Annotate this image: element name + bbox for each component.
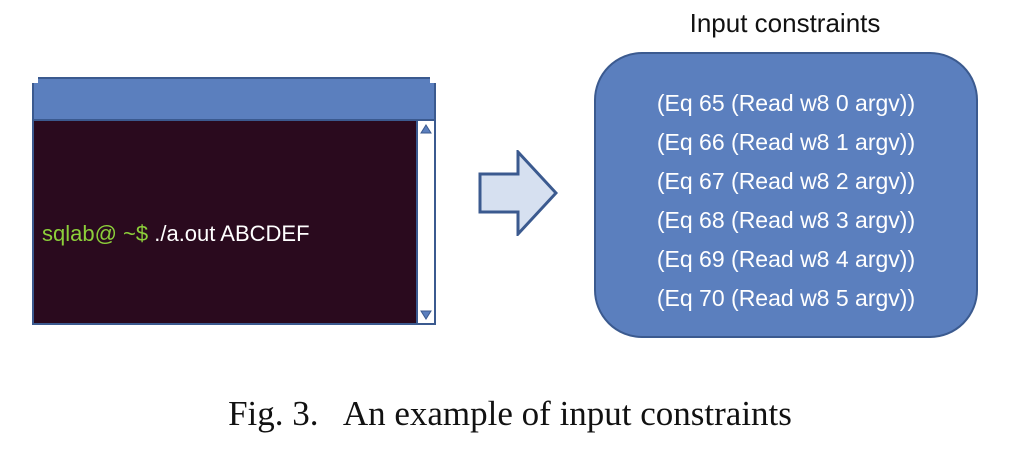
- constraint-line: (Eq 69 (Read w8 4 argv)): [656, 246, 916, 272]
- terminal-scrollbar[interactable]: [416, 119, 436, 325]
- constraints-box: (Eq 65 (Read w8 0 argv)) (Eq 66 (Read w8…: [594, 52, 978, 338]
- constraint-line: (Eq 68 (Read w8 3 argv)): [656, 207, 916, 233]
- terminal-command-line: sqlab@ ~$ ./a.out ABCDEF: [42, 221, 310, 247]
- figure-caption: Fig. 3. An example of input constraints: [228, 394, 792, 433]
- terminal-prompt: sqlab@ ~$: [42, 221, 149, 246]
- constraint-line: (Eq 65 (Read w8 0 argv)): [656, 90, 916, 116]
- terminal-command: ./a.out ABCDEF: [148, 221, 310, 246]
- scroll-down-icon[interactable]: [419, 309, 433, 321]
- constraint-line: (Eq 67 (Read w8 2 argv)): [656, 168, 916, 194]
- constraint-line: (Eq 66 (Read w8 1 argv)): [656, 129, 916, 155]
- terminal-titlebar: [32, 77, 436, 121]
- terminal-screen: sqlab@ ~$ ./a.out ABCDEF: [32, 119, 416, 325]
- constraints-title: Input constraints: [689, 8, 881, 38]
- right-arrow-icon: [478, 148, 559, 238]
- terminal-window: sqlab@ ~$ ./a.out ABCDEF: [32, 77, 436, 325]
- constraint-line: (Eq 70 (Read w8 5 argv)): [656, 285, 916, 311]
- scroll-up-icon[interactable]: [419, 123, 433, 135]
